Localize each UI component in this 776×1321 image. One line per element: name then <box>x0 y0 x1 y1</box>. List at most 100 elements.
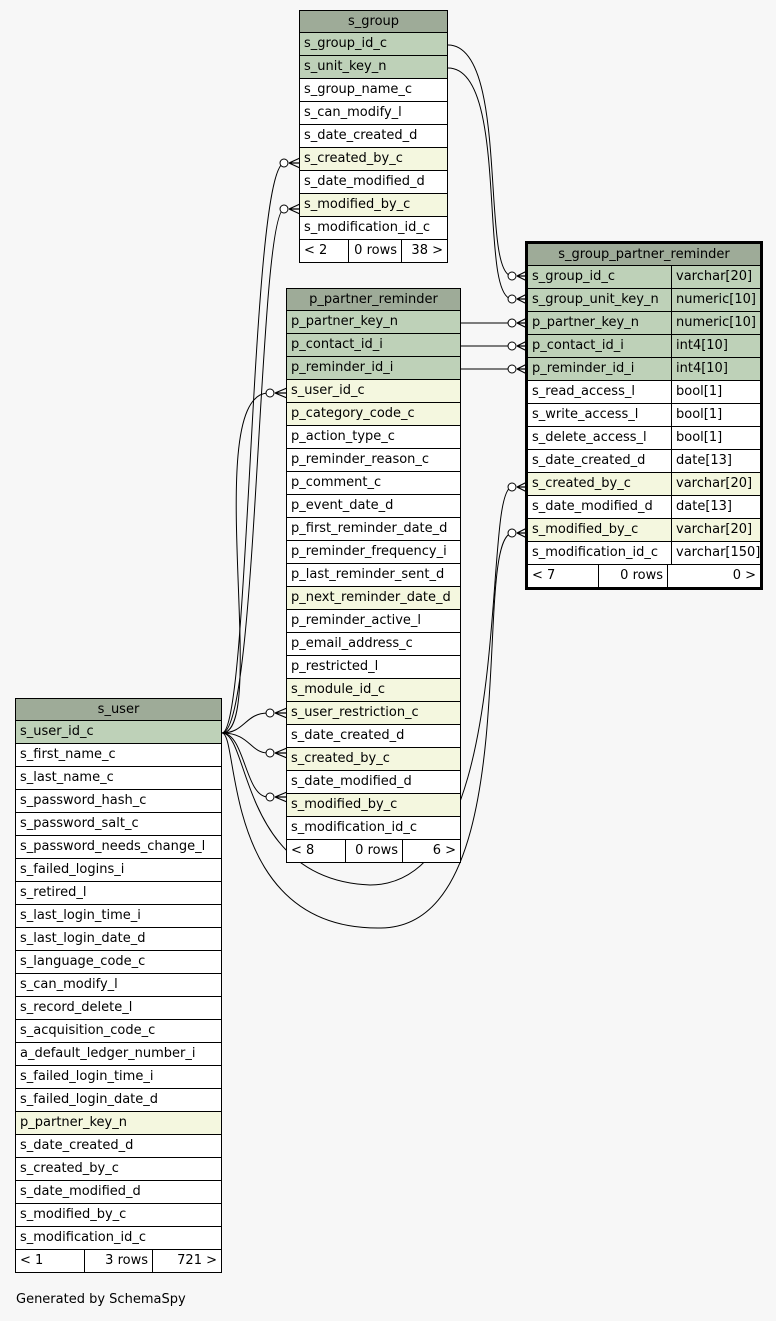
column-name: s_date_created_d <box>532 453 646 468</box>
column-name: p_event_date_d <box>291 498 394 513</box>
column-row[interactable]: a_default_ledger_number_i <box>16 1043 221 1066</box>
crows-foot-icon <box>274 791 288 803</box>
crows-foot-icon <box>274 387 288 399</box>
column-name: s_retired_l <box>20 885 87 900</box>
column-row[interactable]: s_group_name_c <box>300 79 447 102</box>
edge-end-circle <box>507 271 517 281</box>
column-name: s_modified_by_c <box>20 1207 127 1222</box>
column-name: s_user_id_c <box>20 724 94 739</box>
column-row[interactable]: s_created_by_c <box>287 748 460 771</box>
column-row[interactable]: p_first_reminder_date_d <box>287 518 460 541</box>
column-name: p_reminder_frequency_i <box>291 544 447 559</box>
column-row[interactable]: p_email_address_c <box>287 633 460 656</box>
table-title: s_user <box>16 699 221 721</box>
column-name: s_group_name_c <box>304 82 413 97</box>
column-row[interactable]: p_last_reminder_sent_d <box>287 564 460 587</box>
column-type: varchar[20] <box>671 266 760 288</box>
column-row[interactable]: p_reminder_id_i <box>287 357 460 380</box>
column-name: p_action_type_c <box>291 429 395 444</box>
column-row[interactable]: s_failed_login_date_d <box>16 1089 221 1112</box>
column-row[interactable]: s_retired_l <box>16 882 221 905</box>
column-row[interactable]: s_modified_by_c <box>300 194 447 217</box>
column-row[interactable]: p_action_type_c <box>287 426 460 449</box>
column-row[interactable]: s_modified_by_c <box>16 1204 221 1227</box>
column-name: s_password_needs_change_l <box>20 839 206 854</box>
column-row[interactable]: p_event_date_d <box>287 495 460 518</box>
column-row[interactable]: s_first_name_c <box>16 744 221 767</box>
column-row[interactable]: p_partner_key_n <box>16 1112 221 1135</box>
generated-by-credit[interactable]: Generated by SchemaSpy <box>16 1292 186 1307</box>
crows-foot-icon <box>274 707 288 719</box>
column-row[interactable]: s_date_modified_d <box>16 1181 221 1204</box>
column-row[interactable]: s_can_modify_l <box>300 102 447 125</box>
column-row[interactable]: s_created_by_c <box>16 1158 221 1181</box>
column-name: p_reminder_reason_c <box>291 452 430 467</box>
column-name: s_user_restriction_c <box>291 705 419 720</box>
column-row[interactable]: s_modification_id_c <box>287 817 460 839</box>
column-row[interactable]: s_unit_key_n <box>300 56 447 79</box>
column-row[interactable]: p_reminder_active_l <box>287 610 460 633</box>
column-row[interactable]: s_date_created_d <box>16 1135 221 1158</box>
column-row[interactable]: s_user_restriction_c <box>287 702 460 725</box>
column-row[interactable]: p_restricted_l <box>287 656 460 679</box>
column-name: s_date_modified_d <box>304 174 425 189</box>
column-row[interactable]: s_last_login_time_i <box>16 905 221 928</box>
column-row[interactable]: s_module_id_c <box>287 679 460 702</box>
column-row[interactable]: s_user_id_c <box>16 721 221 744</box>
column-row[interactable]: s_modification_id_c <box>16 1227 221 1249</box>
column-row[interactable]: s_group_id_c <box>300 33 447 56</box>
table-footer: < 7 0 rows 0 > <box>528 565 760 587</box>
column-row[interactable]: s_last_login_date_d <box>16 928 221 951</box>
column-row[interactable]: s_can_modify_l <box>16 974 221 997</box>
column-row[interactable]: s_date_created_d <box>287 725 460 748</box>
column-row[interactable]: p_comment_c <box>287 472 460 495</box>
column-row[interactable]: p_next_reminder_date_d <box>287 587 460 610</box>
column-row[interactable]: s_created_by_c <box>300 148 447 171</box>
column-row[interactable]: s_modified_by_c <box>287 794 460 817</box>
column-row[interactable]: p_partner_key_n <box>287 311 460 334</box>
column-name: s_record_delete_l <box>20 1000 133 1015</box>
column-row[interactable]: p_category_code_c <box>287 403 460 426</box>
column-row[interactable]: s_date_created_d <box>300 125 447 148</box>
column-name: s_created_by_c <box>291 751 390 766</box>
column-row[interactable]: s_modification_id_c <box>300 217 447 239</box>
column-name: p_first_reminder_date_d <box>291 521 448 536</box>
column-row[interactable]: s_password_salt_c <box>16 813 221 836</box>
column-row[interactable]: p_contact_id_i <box>287 334 460 357</box>
column-row[interactable]: s_failed_login_time_i <box>16 1066 221 1089</box>
edge-user-group-modified <box>221 208 285 734</box>
column-row[interactable]: p_reminder_reason_c <box>287 449 460 472</box>
column-row[interactable]: s_password_hash_c <box>16 790 221 813</box>
edge-end-circle <box>279 158 289 168</box>
column-name: p_reminder_id_i <box>291 360 394 375</box>
column-row[interactable]: s_failed_logins_i <box>16 859 221 882</box>
column-name: s_can_modify_l <box>20 977 118 992</box>
column-row[interactable]: s_password_needs_change_l <box>16 836 221 859</box>
column-row[interactable]: s_date_modified_d <box>300 171 447 194</box>
column-name: s_acquisition_code_c <box>20 1023 156 1038</box>
column-row[interactable]: s_user_id_c <box>287 380 460 403</box>
column-row[interactable]: s_language_code_c <box>16 951 221 974</box>
column-row[interactable]: s_date_modified_d <box>287 771 460 794</box>
column-row[interactable]: s_acquisition_code_c <box>16 1020 221 1043</box>
column-row[interactable]: s_record_delete_l <box>16 997 221 1020</box>
column-row[interactable]: p_reminder_frequency_i <box>287 541 460 564</box>
column-row[interactable]: s_last_name_c <box>16 767 221 790</box>
